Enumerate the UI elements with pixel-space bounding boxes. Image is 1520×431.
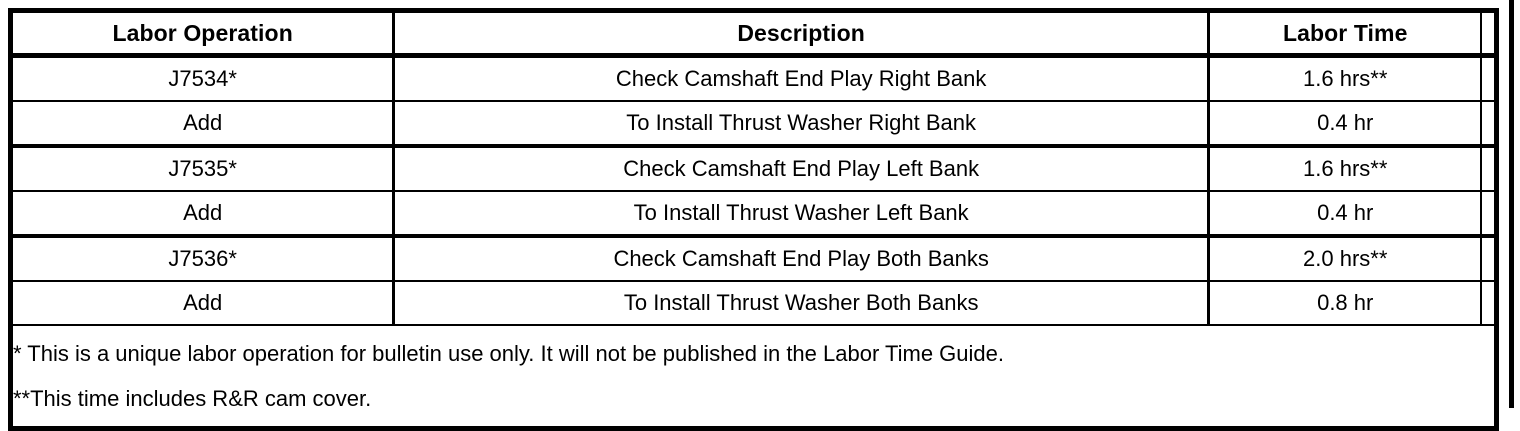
footnote-asterisk: * This is a unique labor operation for b… xyxy=(13,340,1004,366)
cell-labor-operation: J7534* xyxy=(10,55,396,102)
cell-labor-time: 1.6 hrs** xyxy=(1208,146,1483,192)
table-row: J7536* Check Camshaft End Play Both Bank… xyxy=(10,236,1497,282)
labor-operation-table-page: Labor Operation Description Labor Time J… xyxy=(8,0,1514,431)
cell-labor-operation: Add xyxy=(10,191,396,238)
table-row: Add To Install Thrust Washer Both Banks … xyxy=(10,281,1497,326)
table-row: Add To Install Thrust Washer Left Bank 0… xyxy=(10,191,1497,238)
table-row: Add To Install Thrust Washer Right Bank … xyxy=(10,101,1497,148)
cell-description: Check Camshaft End Play Right Bank xyxy=(393,55,1211,102)
cell-labor-operation: Add xyxy=(10,281,396,326)
cell-description: Check Camshaft End Play Both Banks xyxy=(393,236,1211,282)
cell-labor-operation: Add xyxy=(10,101,396,148)
footnote-spacer xyxy=(13,365,1494,387)
cell-spacer xyxy=(1481,146,1497,192)
cell-spacer xyxy=(1481,281,1497,326)
footnotes-cell: * This is a unique labor operation for b… xyxy=(10,325,1497,429)
cell-spacer xyxy=(1481,101,1497,148)
table-row: J7534* Check Camshaft End Play Right Ban… xyxy=(10,55,1497,102)
cell-description: To Install Thrust Washer Left Bank xyxy=(393,191,1211,238)
column-header-labor-operation: Labor Operation xyxy=(10,10,396,58)
cell-spacer xyxy=(1481,55,1497,102)
table-row: J7535* Check Camshaft End Play Left Bank… xyxy=(10,146,1497,192)
cell-spacer xyxy=(1481,191,1497,238)
page-edge-rule xyxy=(1509,0,1514,408)
cell-labor-time: 0.4 hr xyxy=(1208,101,1483,148)
column-header-labor-time: Labor Time xyxy=(1208,10,1483,58)
cell-description: To Install Thrust Washer Right Bank xyxy=(393,101,1211,148)
cell-labor-time: 2.0 hrs** xyxy=(1208,236,1483,282)
cell-spacer xyxy=(1481,236,1497,282)
cell-description: Check Camshaft End Play Left Bank xyxy=(393,146,1211,192)
cell-description: To Install Thrust Washer Both Banks xyxy=(393,281,1211,326)
column-header-description: Description xyxy=(393,10,1211,58)
cell-labor-operation: J7535* xyxy=(10,146,396,192)
table-footnotes-row: * This is a unique labor operation for b… xyxy=(10,325,1497,429)
table-header-row: Labor Operation Description Labor Time xyxy=(10,10,1497,58)
column-header-spacer xyxy=(1481,10,1497,58)
cell-labor-time: 0.8 hr xyxy=(1208,281,1483,326)
labor-operation-table: Labor Operation Description Labor Time J… xyxy=(8,8,1499,431)
cell-labor-time: 1.6 hrs** xyxy=(1208,55,1483,102)
cell-labor-time: 0.4 hr xyxy=(1208,191,1483,238)
footnote-double-asterisk: **This time includes R&R cam cover. xyxy=(13,386,372,411)
cell-labor-operation: J7536* xyxy=(10,236,396,282)
